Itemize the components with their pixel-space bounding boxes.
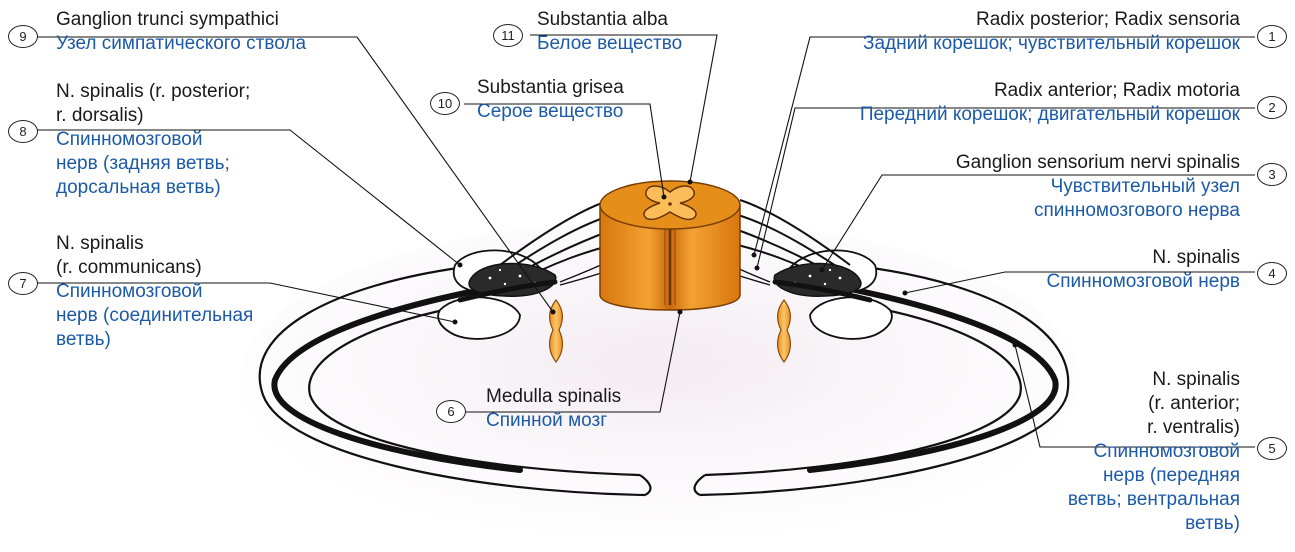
- central-canal: [668, 202, 672, 206]
- callout-number-3: 3: [1257, 163, 1287, 186]
- label-8: N. spinalis (r. posterior;r. dorsalis)Сп…: [56, 80, 250, 200]
- callout-number-6: 6: [436, 400, 466, 423]
- latin-term: Substantia grisea: [477, 76, 624, 100]
- latin-term: N. spinalis: [1047, 246, 1240, 270]
- callout-number-11: 11: [493, 24, 523, 47]
- russian-term: Серое вещество: [477, 100, 624, 124]
- russian-term: ветвь): [56, 328, 253, 352]
- russian-term: Передний корешок; двигательный корешок: [860, 103, 1240, 127]
- latin-term: N. spinalis (r. posterior;: [56, 80, 250, 104]
- callout-number-10: 10: [430, 92, 460, 115]
- russian-term: Спинномозговой: [1068, 440, 1240, 464]
- latin-term: r. dorsalis): [56, 104, 250, 128]
- callout-number-7: 7: [8, 272, 38, 295]
- callout-number-5: 5: [1257, 437, 1287, 460]
- russian-term: ветвь; вентральная: [1068, 488, 1240, 512]
- label-5: N. spinalis(r. anterior;r. ventralis)Спи…: [1068, 368, 1240, 536]
- latin-term: N. spinalis: [56, 232, 253, 256]
- latin-term: r. ventralis): [1068, 416, 1240, 440]
- latin-term: Ganglion sensorium nervi spinalis: [956, 151, 1240, 175]
- russian-term: дорсальная ветвь): [56, 176, 250, 200]
- latin-term: (r. anterior;: [1068, 392, 1240, 416]
- russian-term: нерв (задняя ветвь;: [56, 152, 250, 176]
- russian-term: Узел симпатического ствола: [56, 32, 306, 56]
- callout-number-2: 2: [1257, 96, 1287, 119]
- russian-term: Спинномозговой нерв: [1047, 270, 1240, 294]
- label-7: N. spinalis(r. communicans)Спинномозгово…: [56, 232, 253, 352]
- latin-term: Radix anterior; Radix motoria: [860, 79, 1240, 103]
- latin-term: Substantia alba: [537, 8, 682, 32]
- callout-number-1: 1: [1257, 25, 1287, 48]
- russian-term: спинномозгового нерва: [956, 199, 1240, 223]
- latin-term: Ganglion trunci sympathici: [56, 8, 306, 32]
- russian-term: ветвь): [1068, 512, 1240, 536]
- latin-term: (r. communicans): [56, 256, 253, 280]
- latin-term: Radix posterior; Radix sensoria: [863, 8, 1240, 32]
- latin-term: Medulla spinalis: [486, 385, 621, 409]
- russian-term: Чувствительный узел: [956, 175, 1240, 199]
- russian-term: Белое вещество: [537, 32, 682, 56]
- latin-term: N. spinalis: [1068, 368, 1240, 392]
- callout-number-4: 4: [1257, 262, 1287, 285]
- russian-term: Задний корешок; чувствительный корешок: [863, 32, 1240, 56]
- russian-term: нерв (соединительная: [56, 304, 253, 328]
- russian-term: Спинной мозг: [486, 409, 621, 433]
- russian-term: Спинномозговой: [56, 128, 250, 152]
- russian-term: Спинномозговой: [56, 280, 253, 304]
- russian-term: нерв (передняя: [1068, 464, 1240, 488]
- callout-number-8: 8: [8, 120, 38, 143]
- callout-number-9: 9: [8, 25, 38, 48]
